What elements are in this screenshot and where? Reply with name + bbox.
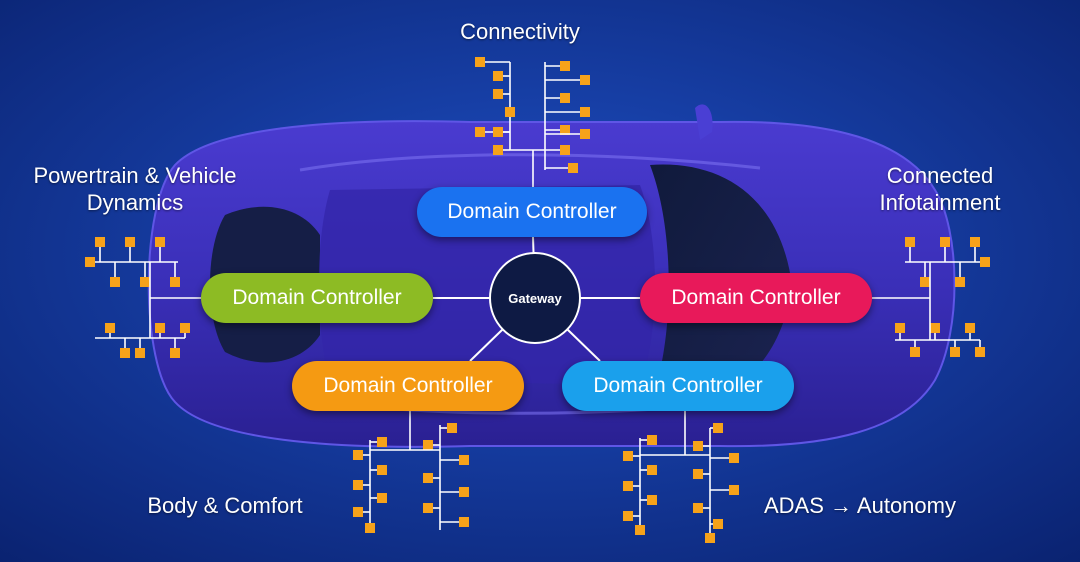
ecu-node [647,465,657,475]
ecu-node [975,347,985,357]
ecu-node [623,451,633,461]
ecu-node [423,503,433,513]
label-powertrain: Powertrain & Vehicle Dynamics [20,162,250,216]
ecu-node [713,519,723,529]
ecu-node [950,347,960,357]
ecu-node [155,323,165,333]
ecu-node [693,469,703,479]
ecu-node [693,441,703,451]
ecu-node [95,237,105,247]
ecu-node [170,348,180,358]
ecu-node [140,277,150,287]
ecu-node [493,89,503,99]
ecu-node [647,495,657,505]
ecu-node [505,107,515,117]
label-infotainment-line1: Connected [886,163,994,188]
ecu-node [920,277,930,287]
ecu-node [105,323,115,333]
car-side-top [299,153,761,172]
car-mirror [695,104,713,140]
ecu-node [970,237,980,247]
gateway-node: Gateway [489,252,581,344]
domain-controller-adas: Domain Controller [562,361,794,411]
ecu-node [135,348,145,358]
ecu-node [560,93,570,103]
ecu-node [955,277,965,287]
ecu-node [155,237,165,247]
ecu-node [980,257,990,267]
ecu-node [170,277,180,287]
ecu-node [110,277,120,287]
ecu-node [940,237,950,247]
ecu-node [895,323,905,333]
ecu-node [693,503,703,513]
ecu-node [125,237,135,247]
ecu-node [713,423,723,433]
ecu-node [910,347,920,357]
ecu-node [459,455,469,465]
ecu-node [365,523,375,533]
label-infotainment: Connected Infotainment [860,162,1020,216]
ecu-node [965,323,975,333]
ecu-node [353,507,363,517]
label-powertrain-line1: Powertrain & Vehicle [33,163,237,188]
ecu-node [560,125,570,135]
ecu-node-trees [85,57,990,543]
ecu-node [493,127,503,137]
ecu-node [635,525,645,535]
ecu-node [560,145,570,155]
ecu-node [623,481,633,491]
ecu-node [180,323,190,333]
ecu-node [447,423,457,433]
ecu-node [493,145,503,155]
ecu-node [377,437,387,447]
ecu-node [475,127,485,137]
ecu-node [729,453,739,463]
ecu-node [705,533,715,543]
domain-controller-connectivity: Domain Controller [417,187,647,237]
label-powertrain-line2: Dynamics [86,190,184,215]
ecu-node [930,323,940,333]
ecu-node [580,129,590,139]
ecu-node [568,163,578,173]
domain-controller-powertrain: Domain Controller [201,273,433,323]
domain-controller-body: Domain Controller [292,361,524,411]
ecu-node [377,465,387,475]
ecu-node [120,348,130,358]
ecu-node [580,107,590,117]
ecu-node [423,440,433,450]
ecu-node [353,450,363,460]
domain-controller-infotainment: Domain Controller [640,273,872,323]
ecu-node [560,61,570,71]
label-connectivity: Connectivity [460,19,580,44]
ecu-node [905,237,915,247]
ecu-node [459,517,469,527]
ecu-node [729,485,739,495]
label-adas: ADAS → Autonomy [764,493,956,518]
label-body-comfort: Body & Comfort [147,493,303,518]
ecu-node [459,487,469,497]
ecu-node [353,480,363,490]
ecu-node [85,257,95,267]
label-infotainment-line2: Infotainment [879,190,1001,215]
ecu-node [647,435,657,445]
ecu-node [475,57,485,67]
ecu-node [423,473,433,483]
ecu-node [377,493,387,503]
ecu-node [580,75,590,85]
ecu-node [493,71,503,81]
ecu-node [623,511,633,521]
